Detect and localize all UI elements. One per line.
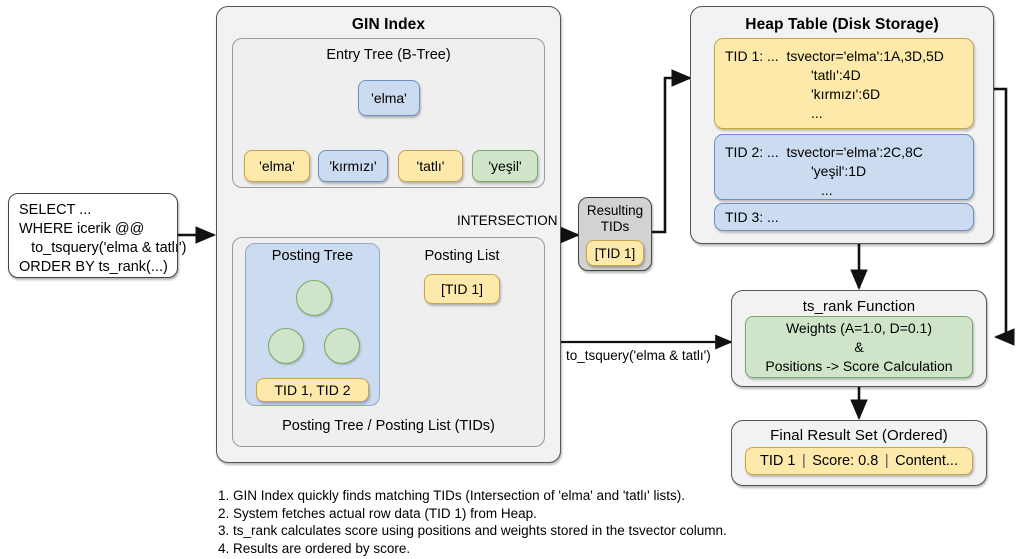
heap-row-tid1-line4: ... bbox=[811, 105, 823, 121]
final-result-title: Final Result Set (Ordered) bbox=[770, 427, 948, 444]
final-result-content: Content... bbox=[895, 453, 958, 469]
posting-tree-leaf-box[interactable]: TID 1, TID 2 bbox=[256, 378, 369, 402]
heap-row-tid1-line1: TID 1: ... tsvector='elma':1A,3D,5D bbox=[725, 48, 944, 64]
note-4: 4. Results are ordered by score. bbox=[218, 540, 411, 556]
heap-row-tid2-line1: TID 2: ... tsvector='elma':2C,8C bbox=[725, 144, 923, 160]
sql-query-line-2: WHERE icerik @@ bbox=[19, 221, 145, 237]
entry-tree-leaf-kirmizi[interactable]: 'kırmızı' bbox=[318, 150, 388, 182]
entry-tree-leaf-elma[interactable]: 'elma' bbox=[244, 150, 310, 182]
heap-row-tid1-line2: 'tatlı':4D bbox=[811, 67, 861, 83]
entry-tree-root[interactable]: 'elma' bbox=[358, 80, 420, 116]
resulting-tids-title-line1: Resulting bbox=[586, 203, 644, 218]
sql-query-box: SELECT ... WHERE icerik @@ to_tsquery('e… bbox=[8, 193, 187, 278]
ts-rank-body-line2: & bbox=[854, 338, 864, 355]
posting-section-caption: Posting Tree / Posting List (TIDs) bbox=[282, 418, 495, 434]
resulting-tids-value[interactable]: [TID 1] bbox=[586, 240, 644, 266]
ts-rank-body-line1: Weights (A=1.0, D=0.1) bbox=[785, 319, 933, 336]
entry-tree-leaf-tatli[interactable]: 'tatlı' bbox=[398, 150, 463, 182]
entry-tree-leaf-yesil[interactable]: 'yeşil' bbox=[472, 150, 538, 182]
sql-query-line-1: SELECT ... bbox=[19, 202, 92, 218]
entry-tree-title: Entry Tree (B-Tree) bbox=[326, 47, 451, 63]
posting-tree-node-left[interactable] bbox=[268, 328, 304, 364]
posting-list-value[interactable]: [TID 1] bbox=[424, 274, 500, 304]
heap-row-tid2[interactable]: TID 2: ... tsvector='elma':2C,8C 'yeşil'… bbox=[714, 134, 974, 200]
ts-rank-body[interactable]: Weights (A=1.0, D=0.1) & Positions -> Sc… bbox=[745, 316, 973, 378]
ts-rank-title: ts_rank Function bbox=[802, 298, 916, 315]
resulting-tids-title-line2: TIDs bbox=[600, 219, 630, 234]
sql-query-line-3: to_tsquery('elma & tatlı') bbox=[19, 240, 187, 256]
heap-row-tid1[interactable]: TID 1: ... tsvector='elma':1A,3D,5D 'tat… bbox=[714, 38, 974, 129]
ts-rank-body-line3: Positions -> Score Calculation bbox=[765, 357, 953, 374]
note-1: 1. GIN Index quickly finds matching TIDs… bbox=[218, 488, 685, 503]
gin-index-title: GIN Index bbox=[351, 16, 426, 33]
to-tsquery-edge-label: to_tsquery('elma & tatlı') bbox=[566, 348, 711, 363]
posting-tree-title: Posting Tree bbox=[271, 248, 354, 264]
sql-query-line-4: ORDER BY ts_rank(...) bbox=[19, 259, 168, 275]
posting-list-title: Posting List bbox=[424, 248, 500, 264]
intersection-label: INTERSECTION bbox=[457, 213, 558, 228]
final-result-tid: TID 1 bbox=[760, 453, 796, 469]
edge-heap-to-tsrank-right bbox=[993, 87, 1015, 346]
notes-list: 1. GIN Index quickly finds matching TIDs… bbox=[218, 487, 858, 557]
heap-row-tid2-line3: ... bbox=[821, 182, 833, 198]
posting-tree-node-root[interactable] bbox=[296, 280, 332, 316]
heap-table-title: Heap Table (Disk Storage) bbox=[745, 16, 939, 33]
final-result-row[interactable]: TID 1 | Score: 0.8 | Content... bbox=[745, 447, 973, 475]
edge-resulting-to-heap bbox=[652, 69, 693, 234]
heap-row-tid3-line1: TID 3: ... bbox=[725, 209, 779, 225]
heap-row-tid2-line2: 'yeşil':1D bbox=[811, 163, 867, 179]
heap-row-tid1-line3: 'kırmızı':6D bbox=[811, 86, 881, 102]
note-3: 3. ts_rank calculates score using positi… bbox=[218, 523, 727, 538]
heap-row-tid3[interactable]: TID 3: ... bbox=[714, 203, 974, 231]
final-result-sep-2: | bbox=[884, 453, 889, 469]
note-2: 2. System fetches actual row data (TID 1… bbox=[218, 505, 537, 521]
final-result-sep-1: | bbox=[801, 453, 806, 469]
final-result-score: Score: 0.8 bbox=[812, 453, 879, 469]
posting-tree-node-right[interactable] bbox=[324, 328, 360, 364]
